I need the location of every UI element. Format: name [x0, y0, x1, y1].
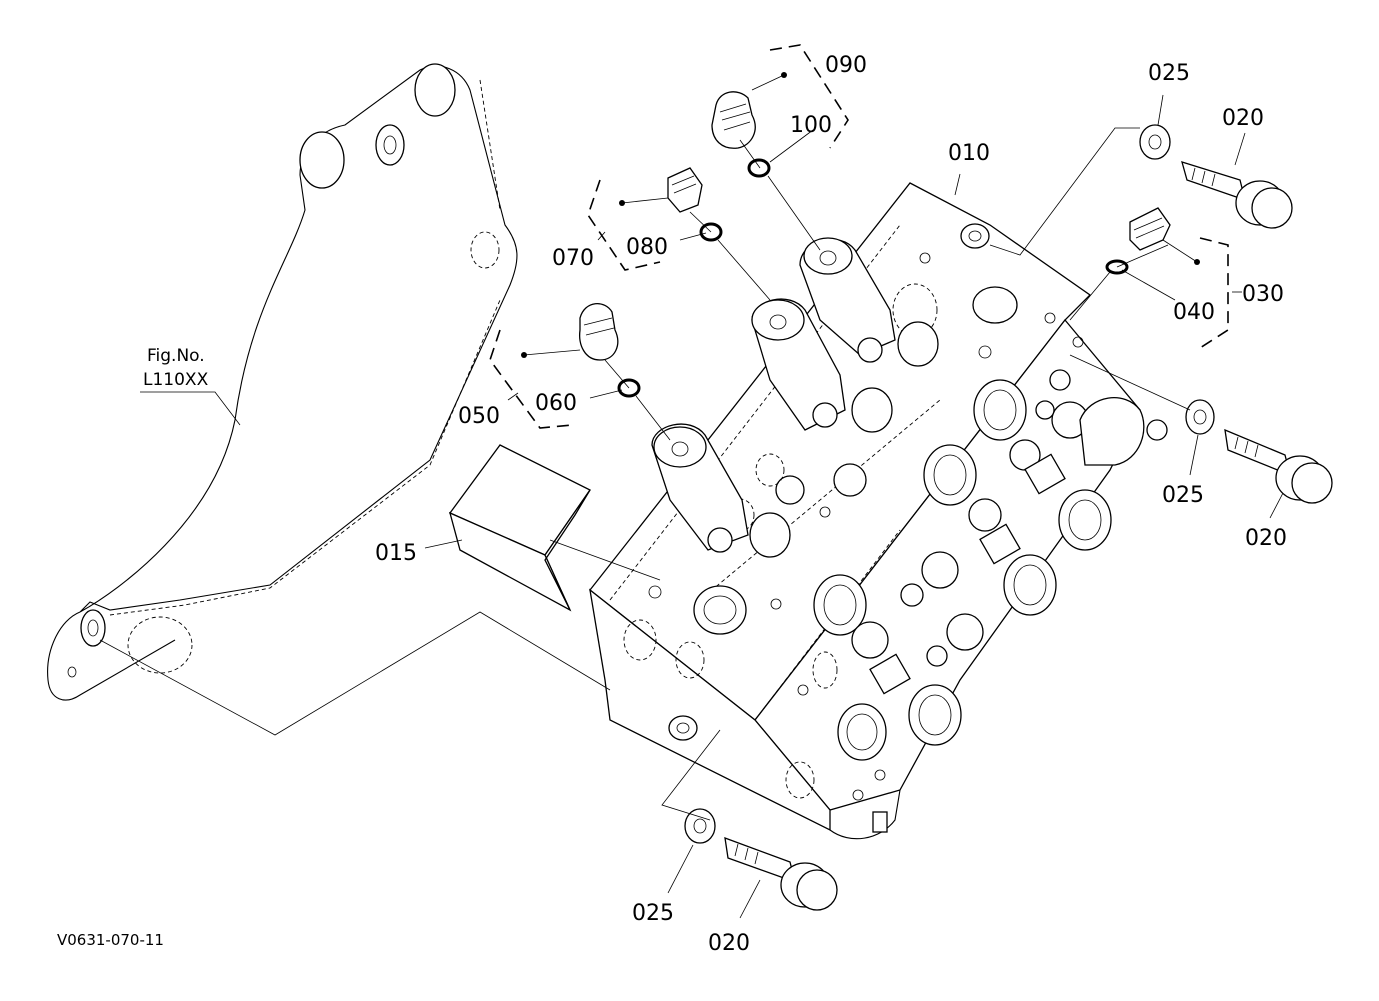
callout-040: 040 [1173, 300, 1215, 325]
o-ring-080 [699, 222, 723, 242]
o-ring-040 [1105, 259, 1129, 275]
figure-reference-line1: Fig.No. [147, 346, 205, 366]
assembly-lines [99, 72, 1200, 821]
callout-025-top: 025 [1148, 61, 1190, 86]
bolt-assembly-bottom [684, 808, 838, 911]
figure-reference-line2: L110XX [143, 370, 209, 390]
callout-100: 100 [790, 113, 832, 138]
callout-030: 030 [1242, 282, 1284, 307]
kit-brackets [489, 44, 1229, 429]
solenoid-cartridge-middle [751, 298, 893, 433]
callout-060: 060 [535, 391, 577, 416]
elbow-fitting-090 [711, 91, 756, 149]
o-ring-100 [747, 158, 771, 178]
callout-020-bottom: 020 [708, 931, 750, 956]
solenoid-cartridge-lower [651, 423, 791, 558]
straight-fitting-030 [1129, 207, 1171, 251]
callout-080: 080 [626, 235, 668, 260]
cover-plate-015 [448, 444, 591, 612]
callout-020-top: 020 [1222, 106, 1264, 131]
mounting-bracket-outline [47, 63, 518, 701]
callout-050: 050 [458, 404, 500, 429]
control-valve-body [589, 182, 1168, 840]
bolt-assembly-mid-right [1185, 399, 1333, 504]
elbow-fitting-050 [579, 303, 619, 361]
drawing-code: V0631-070-11 [57, 931, 164, 949]
callout-015: 015 [375, 541, 417, 566]
callout-025-right: 025 [1162, 483, 1204, 508]
callout-020-right: 020 [1245, 526, 1287, 551]
bolt-assembly-top-right [1139, 124, 1293, 229]
callout-070: 070 [552, 246, 594, 271]
callout-025-bottom: 025 [632, 901, 674, 926]
o-ring-060 [617, 378, 641, 398]
straight-fitting-070 [667, 167, 703, 213]
callout-leaders [140, 94, 1284, 919]
callout-010: 010 [948, 141, 990, 166]
solenoid-cartridge-upper [799, 237, 939, 367]
callout-090: 090 [825, 53, 867, 78]
